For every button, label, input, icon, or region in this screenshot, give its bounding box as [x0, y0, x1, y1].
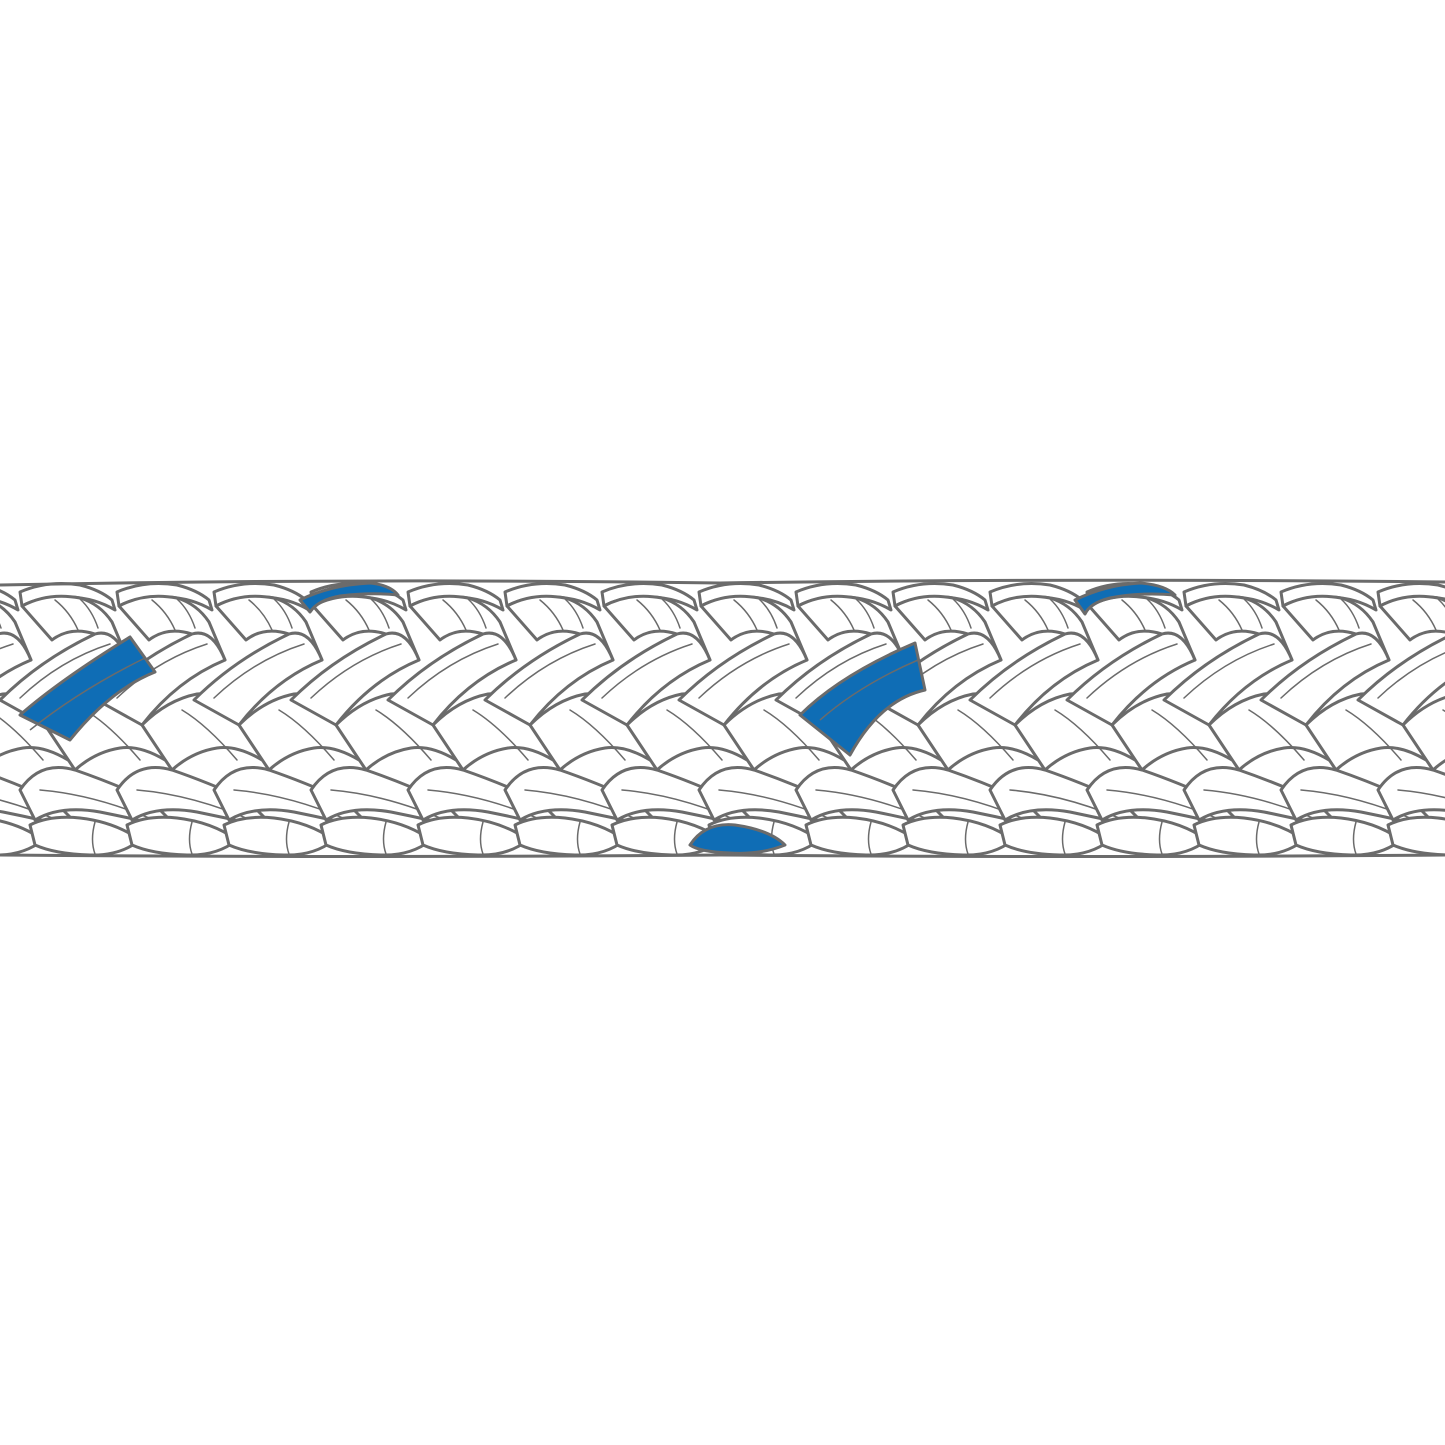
- tracer-strands: [18, 581, 1177, 855]
- rope-outline: [0, 578, 1445, 858]
- rope-body: [0, 582, 1445, 857]
